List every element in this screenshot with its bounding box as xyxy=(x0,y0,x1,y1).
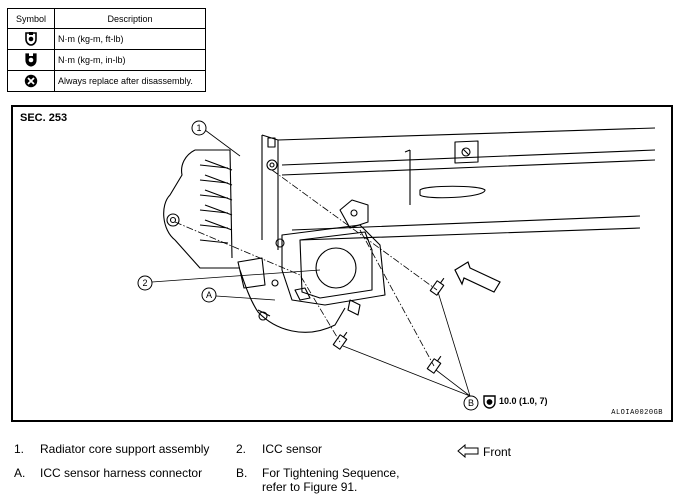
callout-a: A xyxy=(206,290,212,300)
symbol-legend-table: Symbol Description N·m (kg-m, ft-lb) N·m… xyxy=(7,8,206,92)
callout-circle-b xyxy=(463,395,479,411)
callout-1: 1 xyxy=(196,123,201,133)
legend-row-text: Always replace after disassembly. xyxy=(54,70,206,92)
torque-spec-icon xyxy=(483,395,496,409)
callout-2: 2 xyxy=(142,278,147,288)
legend-header-row: Symbol Description xyxy=(7,8,206,29)
footnote-front: Front xyxy=(457,443,511,459)
torque-value: 10.0 (1.0, 7) xyxy=(499,396,548,406)
torque-nm-kgm-inlb-icon xyxy=(25,53,37,67)
footnote-item-2: 2.ICC sensor xyxy=(236,442,323,456)
section-label: SEC. 253 xyxy=(20,112,68,124)
legend-row: Always replace after disassembly. xyxy=(7,70,206,92)
bolt xyxy=(429,277,445,296)
callout-circle-a xyxy=(201,287,217,303)
harness-connector xyxy=(237,257,346,333)
bolt xyxy=(426,355,442,374)
replace-part-icon xyxy=(24,74,38,88)
callout-circle-1 xyxy=(191,120,207,136)
side-bracket xyxy=(163,149,240,269)
footnote-item-a: A.ICC sensor harness connector xyxy=(14,466,203,480)
callout-b: B xyxy=(468,398,474,408)
bolt xyxy=(332,331,348,350)
diagram-frame: SEC. 253 ALOIA0020GB xyxy=(11,105,673,422)
front-arrow-icon xyxy=(454,261,501,293)
torque-nm-kgm-ftlb-icon xyxy=(25,32,37,46)
front-arrow-icon xyxy=(457,443,479,459)
radiator-core-support xyxy=(261,127,656,250)
figure-code: ALOIA0020GB xyxy=(611,409,663,417)
footnote-item-1: 1.Radiator core support assembly xyxy=(14,442,210,456)
callout-circle-2 xyxy=(137,275,153,291)
icc-sensor-body xyxy=(281,224,386,306)
footnote-item-b: B.For Tightening Sequence, refer to Figu… xyxy=(236,466,400,494)
